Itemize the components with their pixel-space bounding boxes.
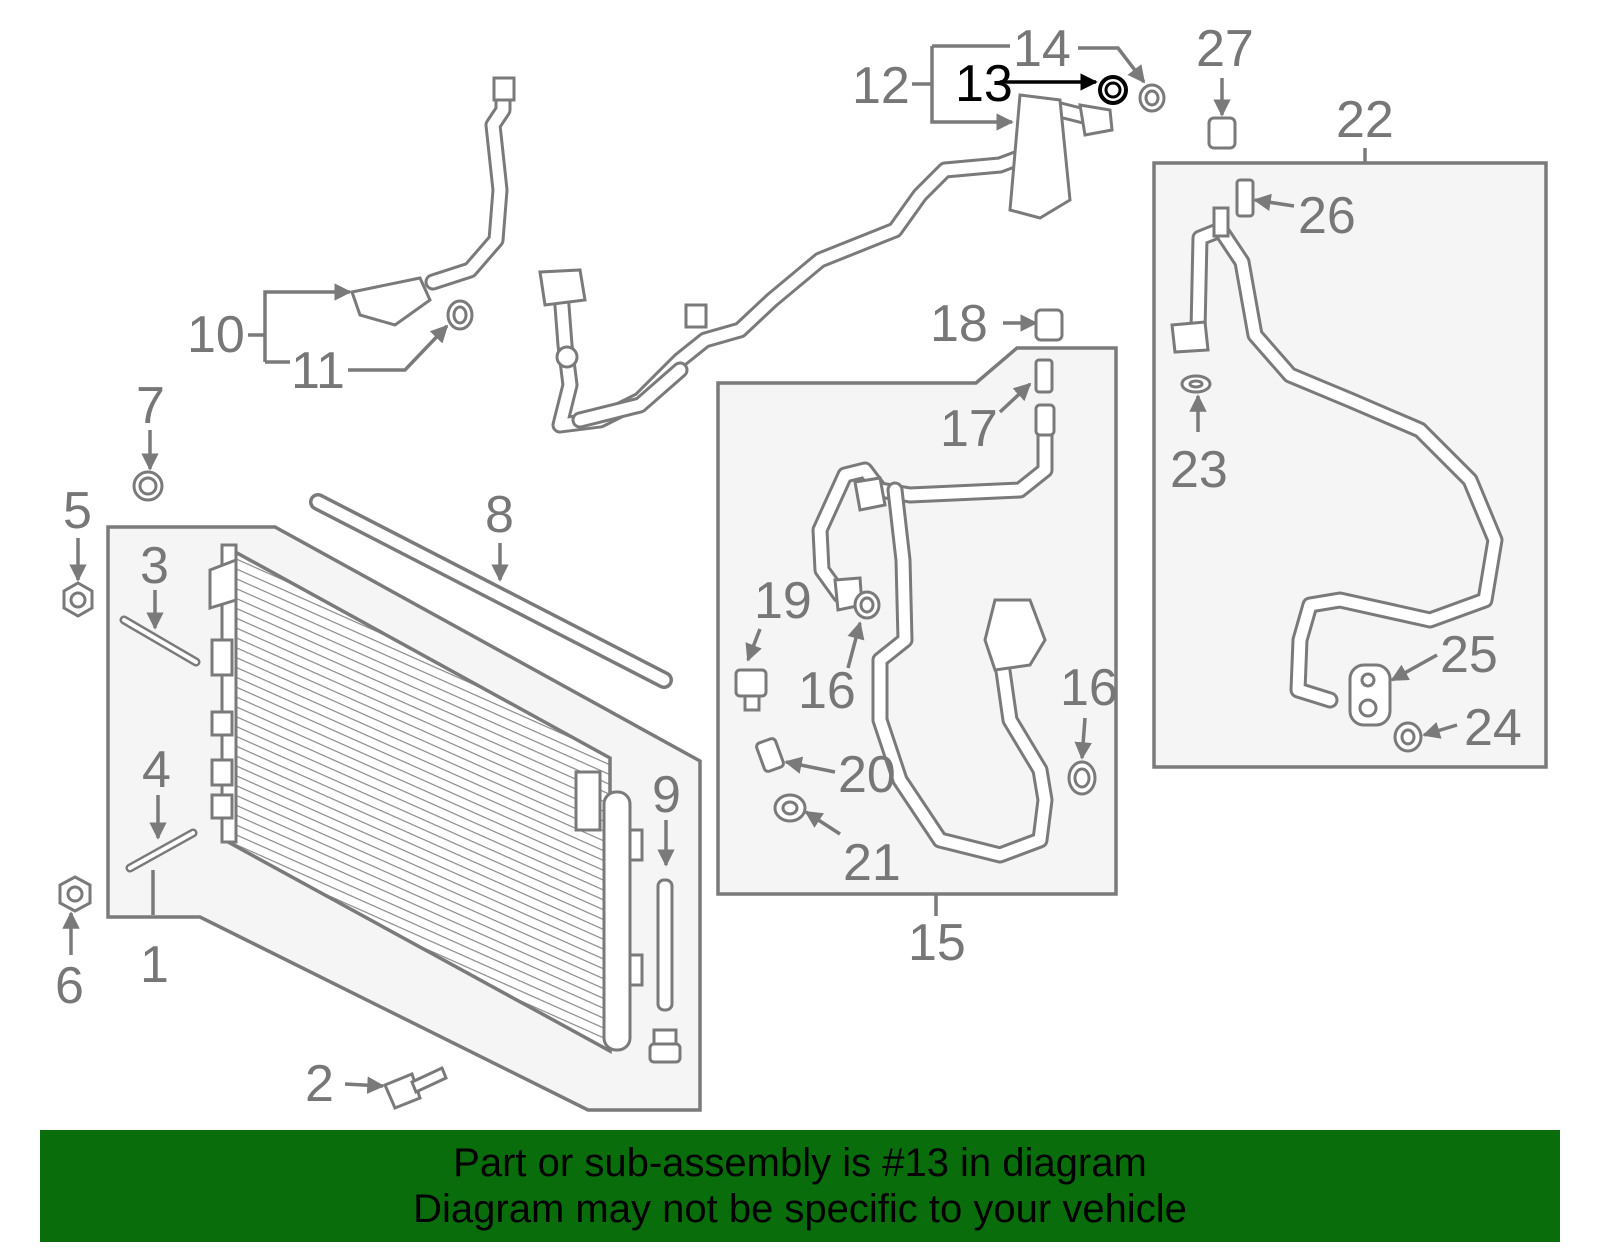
cap-part-18 [1034,308,1064,342]
valve-part-20 [755,737,785,773]
o-ring-part-24 [1393,721,1423,753]
line-assembly-part-12 [538,93,1114,434]
callout-10: 10 [187,306,245,364]
callout-18: 18 [930,295,988,353]
callout-6: 6 [55,957,84,1015]
callout-22: 22 [1336,91,1394,149]
desiccant-part-9 [648,878,682,1064]
gasket-part-25 [1348,663,1392,727]
info-banner: Part or sub-assembly is #13 in diagram D… [40,1130,1560,1242]
callout-15: 15 [908,914,966,972]
callout-17: 17 [940,400,998,458]
valve-core-part-17 [1034,358,1054,394]
callout-16b: 16 [1060,659,1118,717]
liquid-line-part-10 [350,76,516,327]
callout-4: 4 [142,741,171,799]
callout-24: 24 [1464,699,1522,757]
callout-1: 1 [140,936,169,994]
callout-26: 26 [1298,187,1356,245]
callout-12: 12 [852,57,910,115]
callout-27: 27 [1196,20,1254,78]
callout-14: 14 [1013,20,1071,78]
callout-8: 8 [485,486,514,544]
callout-13: 13 [955,55,1013,113]
callout-9: 9 [652,766,681,824]
suction-line-panel [1152,161,1548,769]
callout-25: 25 [1440,626,1498,684]
switch-part-19 [734,668,768,712]
cap-part-27 [1207,116,1237,150]
callout-2: 2 [305,1055,334,1113]
callout-5: 5 [63,482,92,540]
callout-20: 20 [838,746,896,804]
callout-23: 23 [1170,441,1228,499]
callout-3: 3 [140,537,169,595]
callout-7: 7 [136,377,165,435]
hose-assembly-part-15 [811,403,1056,864]
callout-19: 19 [754,572,812,630]
callout-21: 21 [843,834,901,892]
callout-labels: 1 2 3 4 5 6 7 8 9 10 11 12 13 14 15 16 1… [55,20,1522,1113]
parts-diagram: 1 2 3 4 5 6 7 8 9 10 11 12 13 14 15 16 1… [55,20,1548,1113]
condenser [208,543,644,1054]
callout-16a: 16 [798,662,856,720]
banner-line-1: Part or sub-assembly is #13 in diagram [453,1141,1147,1185]
callout-11: 11 [291,342,345,400]
o-ring-part-23 [1180,374,1212,394]
suction-line-part-22 [1170,206,1504,709]
bolt-part-2 [383,1065,448,1110]
valve-core-part-26 [1235,178,1255,218]
banner-line-2: Diagram may not be specific to your vehi… [413,1187,1187,1231]
seal-part-21 [773,793,807,823]
leader-lines [62,44,1458,1094]
